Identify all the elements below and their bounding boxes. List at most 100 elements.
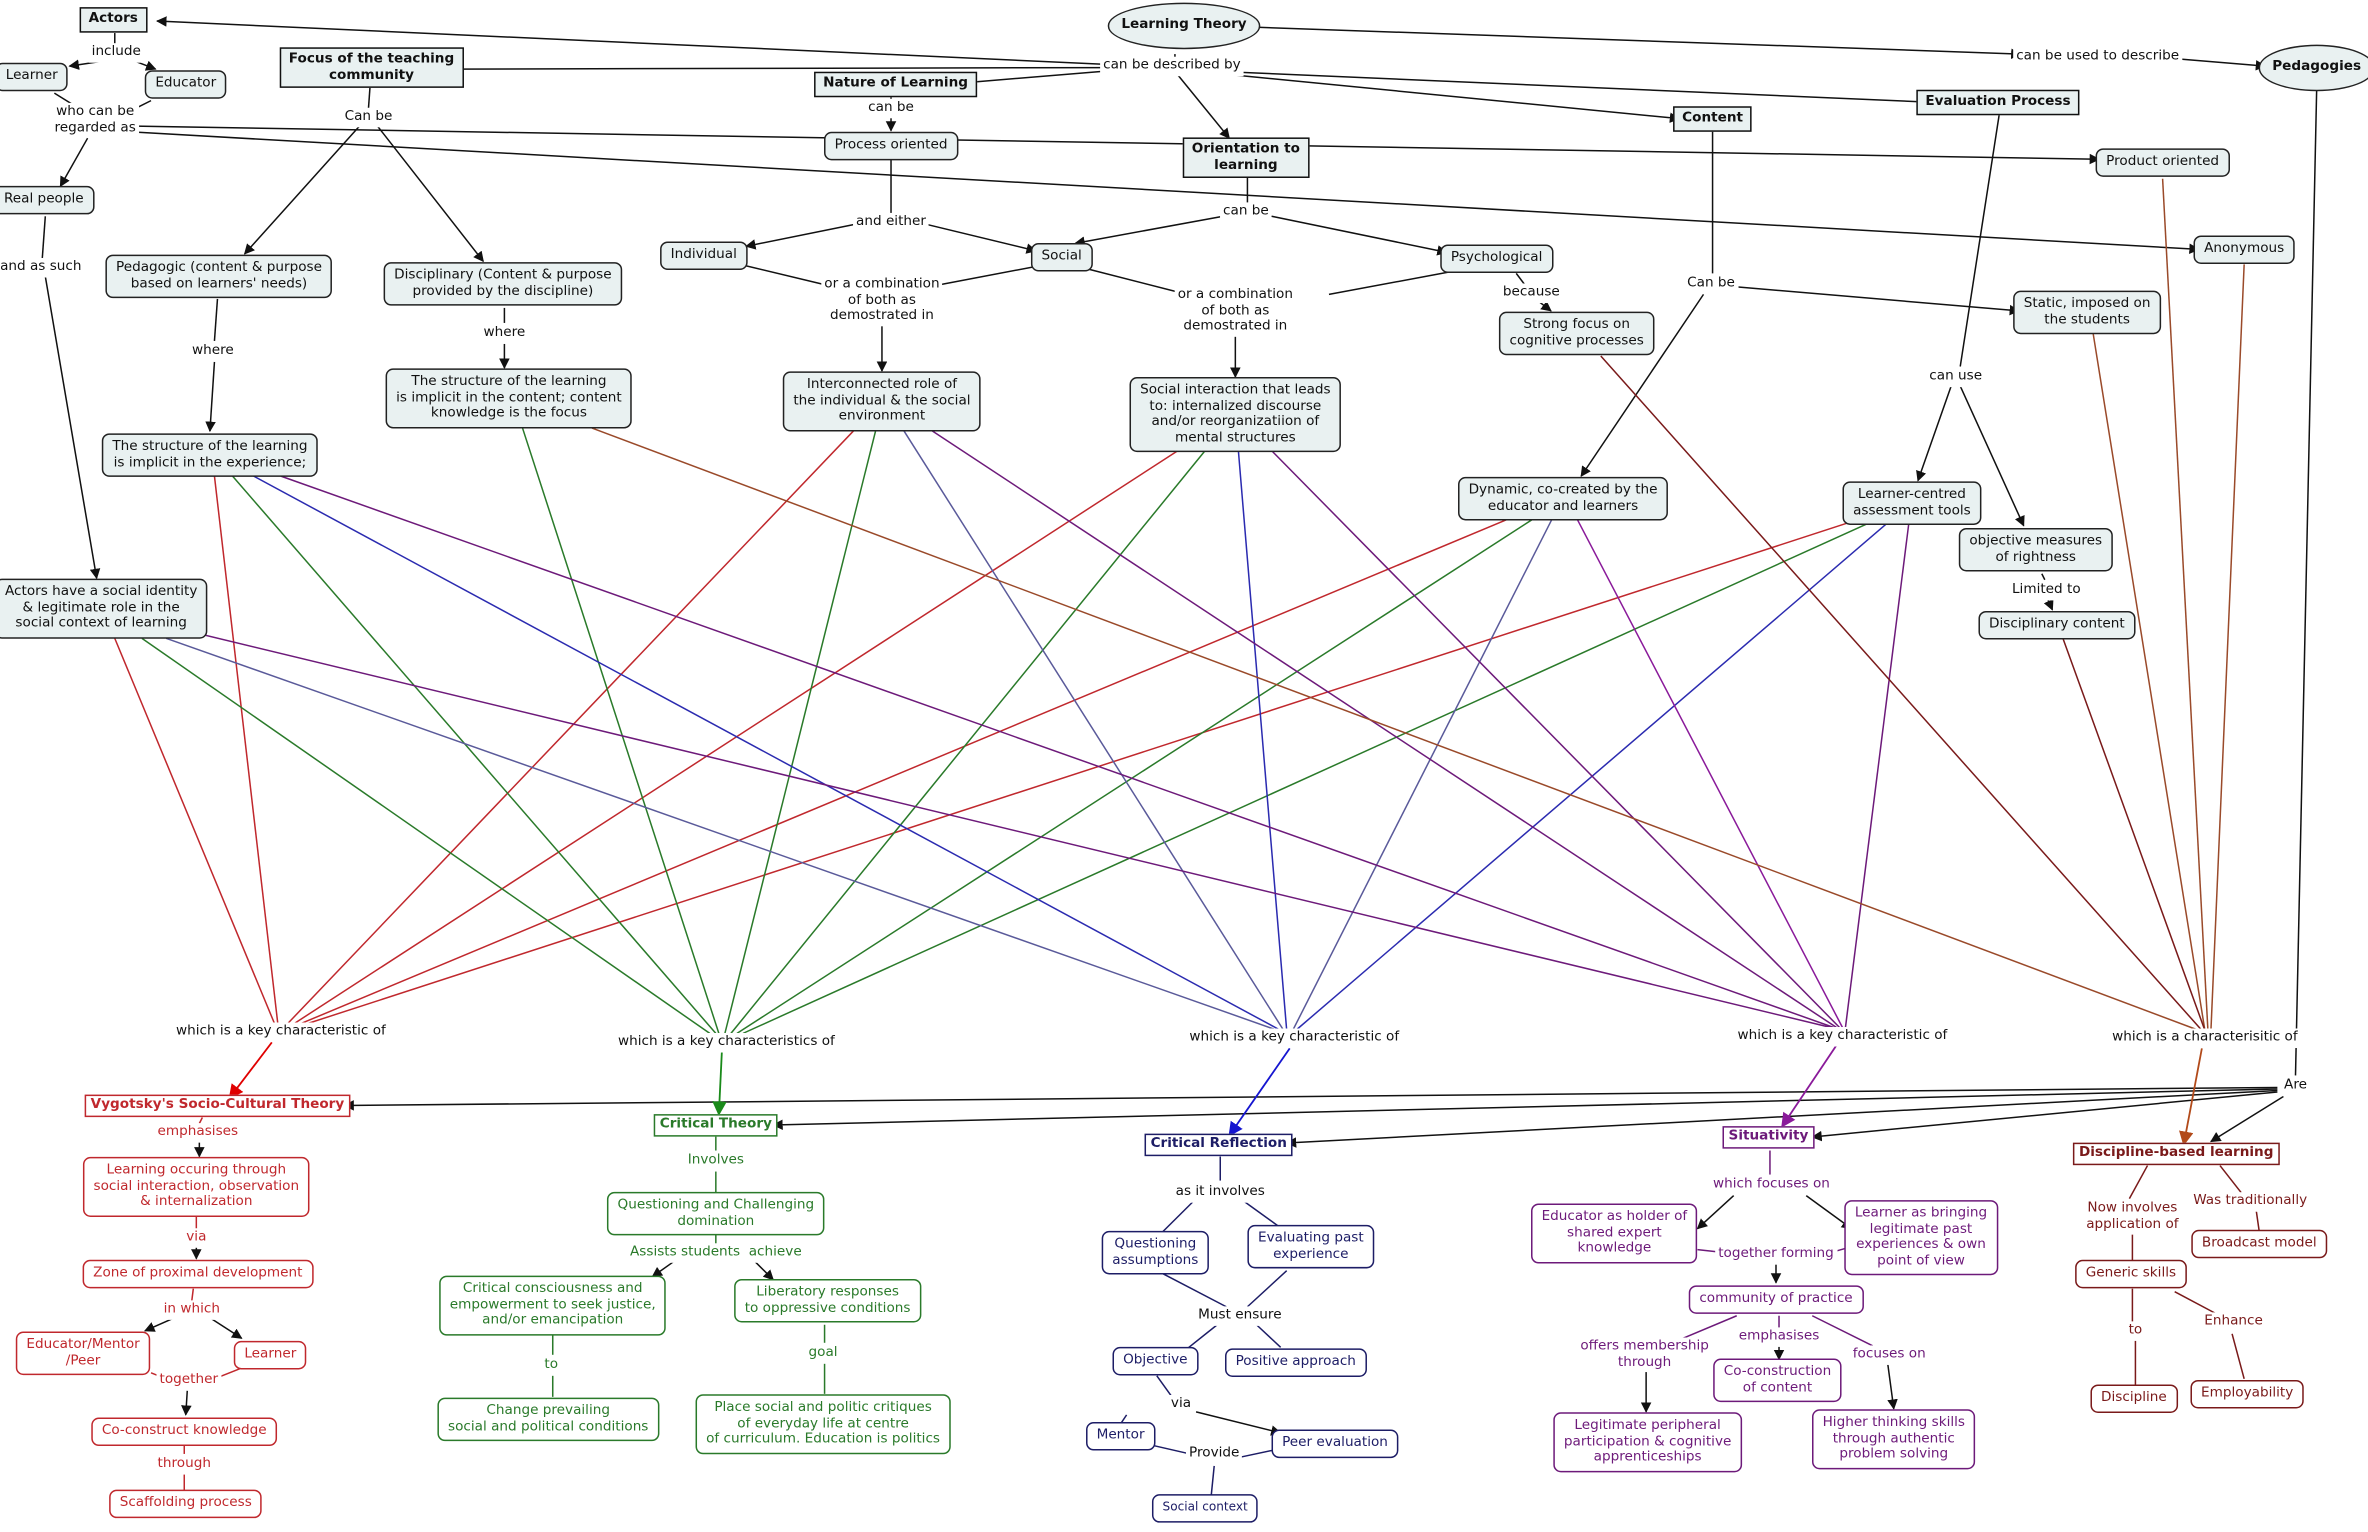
link-combination-2: or a combination of both as demostrated … xyxy=(1174,285,1297,337)
evaluation-process-node[interactable]: Evaluation Process xyxy=(1916,89,2080,115)
cognitive-focus-node[interactable]: Strong focus on cognitive processes xyxy=(1498,311,1655,356)
psychological-node[interactable]: Psychological xyxy=(1440,244,1553,273)
peer-evaluation-node[interactable]: Peer evaluation xyxy=(1271,1429,1399,1458)
critical-consciousness-node[interactable]: Critical consciousness and empowerment t… xyxy=(439,1275,667,1335)
disciplinary-focus-node[interactable]: Disciplinary (Content & purpose provided… xyxy=(383,262,623,306)
critical-reflection-node[interactable]: Critical Reflection xyxy=(1144,1133,1293,1156)
link-can-be-orientation: can be xyxy=(1220,202,1272,222)
structure-content-node[interactable]: The structure of the learning is implici… xyxy=(385,368,633,428)
link-emphasises: emphasises xyxy=(1735,1327,1823,1347)
scaffolding-node[interactable]: Scaffolding process xyxy=(109,1489,263,1518)
discipline-based-node[interactable]: Discipline-based learning xyxy=(2072,1142,2280,1165)
real-people-node[interactable]: Real people xyxy=(0,185,95,214)
social-node[interactable]: Social xyxy=(1030,242,1093,271)
vygotsky-learning-node[interactable]: Learning occuring through social interac… xyxy=(82,1156,310,1217)
link-through: through xyxy=(154,1455,214,1474)
learner-node[interactable]: Learner xyxy=(0,62,69,91)
change-conditions-node[interactable]: Change prevailing social and political c… xyxy=(437,1397,659,1442)
mentor-node[interactable]: Mentor xyxy=(1086,1422,1156,1450)
theory-connectors xyxy=(144,1117,2261,1497)
link-as-it-involves: as it involves xyxy=(1172,1183,1268,1202)
link-involves: Involves xyxy=(684,1151,747,1171)
interconnected-node[interactable]: Interconnected role of the individual & … xyxy=(782,371,982,431)
objective-node[interactable]: Objective xyxy=(1112,1346,1199,1375)
link-via: via xyxy=(1167,1394,1195,1414)
liberatory-responses-node[interactable]: Liberatory responses to oppressive condi… xyxy=(734,1278,922,1323)
anonymous-node[interactable]: Anonymous xyxy=(2193,235,2295,264)
product-oriented-node[interactable]: Product oriented xyxy=(2095,148,2230,177)
focus-node[interactable]: Focus of the teaching community xyxy=(279,47,464,88)
link-key-characteristic-3: which is a key characteristic of xyxy=(1186,1028,1403,1048)
link-where-1: where xyxy=(189,342,237,361)
individual-node[interactable]: Individual xyxy=(660,241,748,270)
educator-expert-node[interactable]: Educator as holder of shared expert know… xyxy=(1531,1203,1698,1263)
link-limited-to: Limited to xyxy=(2008,580,2084,600)
link-because: because xyxy=(1499,283,1563,303)
pedagogies-node[interactable]: Pedagogies xyxy=(2258,44,2368,91)
dynamic-node[interactable]: Dynamic, co-created by the educator and … xyxy=(1458,476,1669,521)
social-context-node[interactable]: Social context xyxy=(1151,1494,1259,1522)
critical-theory-node[interactable]: Critical Theory xyxy=(653,1114,778,1136)
actors-identity-node[interactable]: Actors have a social identity & legitima… xyxy=(0,578,208,638)
learner-experiences-node[interactable]: Learner as bringing legitimate past expe… xyxy=(1844,1200,1998,1276)
pedagogic-node[interactable]: Pedagogic (content & purpose based on le… xyxy=(105,254,333,299)
link-assists-students: Assists students achieve xyxy=(626,1243,805,1263)
link-can-be-nature: can be xyxy=(865,98,917,118)
educator-peer-node[interactable]: Educator/Mentor /Peer xyxy=(15,1331,151,1376)
structure-experience-node[interactable]: The structure of the learning is implici… xyxy=(101,433,319,477)
situativity-node[interactable]: Situativity xyxy=(1722,1126,1815,1148)
link-was-traditionally: Was traditionally xyxy=(2190,1192,2311,1211)
link-are: Are xyxy=(2281,1076,2311,1096)
link-can-be-used-to-describe: can be used to describe xyxy=(2013,47,2183,67)
link-offers-membership: offers membership through xyxy=(1577,1337,1712,1373)
link-focuses-on: focuses on xyxy=(1849,1345,1929,1365)
coconstruct-knowledge-node[interactable]: Co-construct knowledge xyxy=(91,1417,278,1446)
orientation-node[interactable]: Orientation to learning xyxy=(1182,137,1310,178)
objective-measures-node[interactable]: objective measures of rightness xyxy=(1958,527,2113,572)
link-must-ensure: Must ensure xyxy=(1195,1306,1285,1326)
actors-node[interactable]: Actors xyxy=(79,7,147,32)
link-key-characteristic-4: which is a key characteristic of xyxy=(1734,1026,1951,1046)
legitimate-participation-node[interactable]: Legitimate peripheral participation & co… xyxy=(1553,1412,1742,1472)
place-critiques-node[interactable]: Place social and politic critiques of ev… xyxy=(695,1394,951,1454)
questioning-assumptions-node[interactable]: Questioning assumptions xyxy=(1101,1230,1209,1275)
link-together: together xyxy=(156,1370,222,1390)
vygotsky-theory-node[interactable]: Vygotsky's Socio-Cultural Theory xyxy=(84,1094,351,1117)
link-together-forming: together forming xyxy=(1715,1244,1837,1264)
content-node[interactable]: Content xyxy=(1673,106,1753,132)
process-oriented-node[interactable]: Process oriented xyxy=(824,131,959,160)
link-include: include xyxy=(88,43,144,62)
nature-of-learning-node[interactable]: Nature of Learning xyxy=(814,71,978,97)
cross-links xyxy=(114,178,2245,1146)
link-vygotsky-via: via xyxy=(183,1228,210,1248)
coconstruction-content-node[interactable]: Co-construction of content xyxy=(1713,1358,1842,1403)
learning-theory-root[interactable]: Learning Theory xyxy=(1107,2,1261,49)
link-vygotsky-emphasises: emphasises xyxy=(154,1123,242,1142)
link-in-which: in which xyxy=(160,1300,223,1320)
broadcast-model-node[interactable]: Broadcast model xyxy=(2191,1229,2328,1258)
disciplinary-content-node[interactable]: Disciplinary content xyxy=(1978,610,2136,639)
vygotsky-learner-node[interactable]: Learner xyxy=(233,1340,307,1369)
generic-skills-node[interactable]: Generic skills xyxy=(2075,1259,2187,1288)
link-can-be-focus: Can be xyxy=(341,107,396,127)
community-of-practice-node[interactable]: community of practice xyxy=(1688,1285,1864,1314)
higher-thinking-node[interactable]: Higher thinking skills through authentic… xyxy=(1812,1409,1976,1469)
link-key-characteristic-2: which is a key characteristics of xyxy=(614,1033,838,1052)
static-node[interactable]: Static, imposed on the students xyxy=(2013,290,2162,335)
zpd-node[interactable]: Zone of proximal development xyxy=(82,1259,314,1288)
positive-approach-node[interactable]: Positive approach xyxy=(1225,1348,1367,1377)
link-which-focuses-on: which focuses on xyxy=(1709,1175,1833,1195)
link-provide: Provide xyxy=(1185,1444,1243,1464)
educator-node[interactable]: Educator xyxy=(144,70,227,99)
link-goal: goal xyxy=(805,1343,841,1363)
discipline-node[interactable]: Discipline xyxy=(2090,1384,2178,1413)
questioning-domination-node[interactable]: Questioning and Challenging domination xyxy=(606,1191,825,1236)
link-now-involves: Now involves application of xyxy=(2083,1199,2182,1234)
link-to: to xyxy=(541,1355,562,1375)
social-interaction-node[interactable]: Social interaction that leads to: intern… xyxy=(1129,377,1342,453)
employability-node[interactable]: Employability xyxy=(2190,1379,2304,1408)
learner-tools-node[interactable]: Learner-centred assessment tools xyxy=(1842,481,1982,525)
top-connectors xyxy=(41,16,2318,1148)
evaluating-experience-node[interactable]: Evaluating past experience xyxy=(1247,1224,1375,1269)
